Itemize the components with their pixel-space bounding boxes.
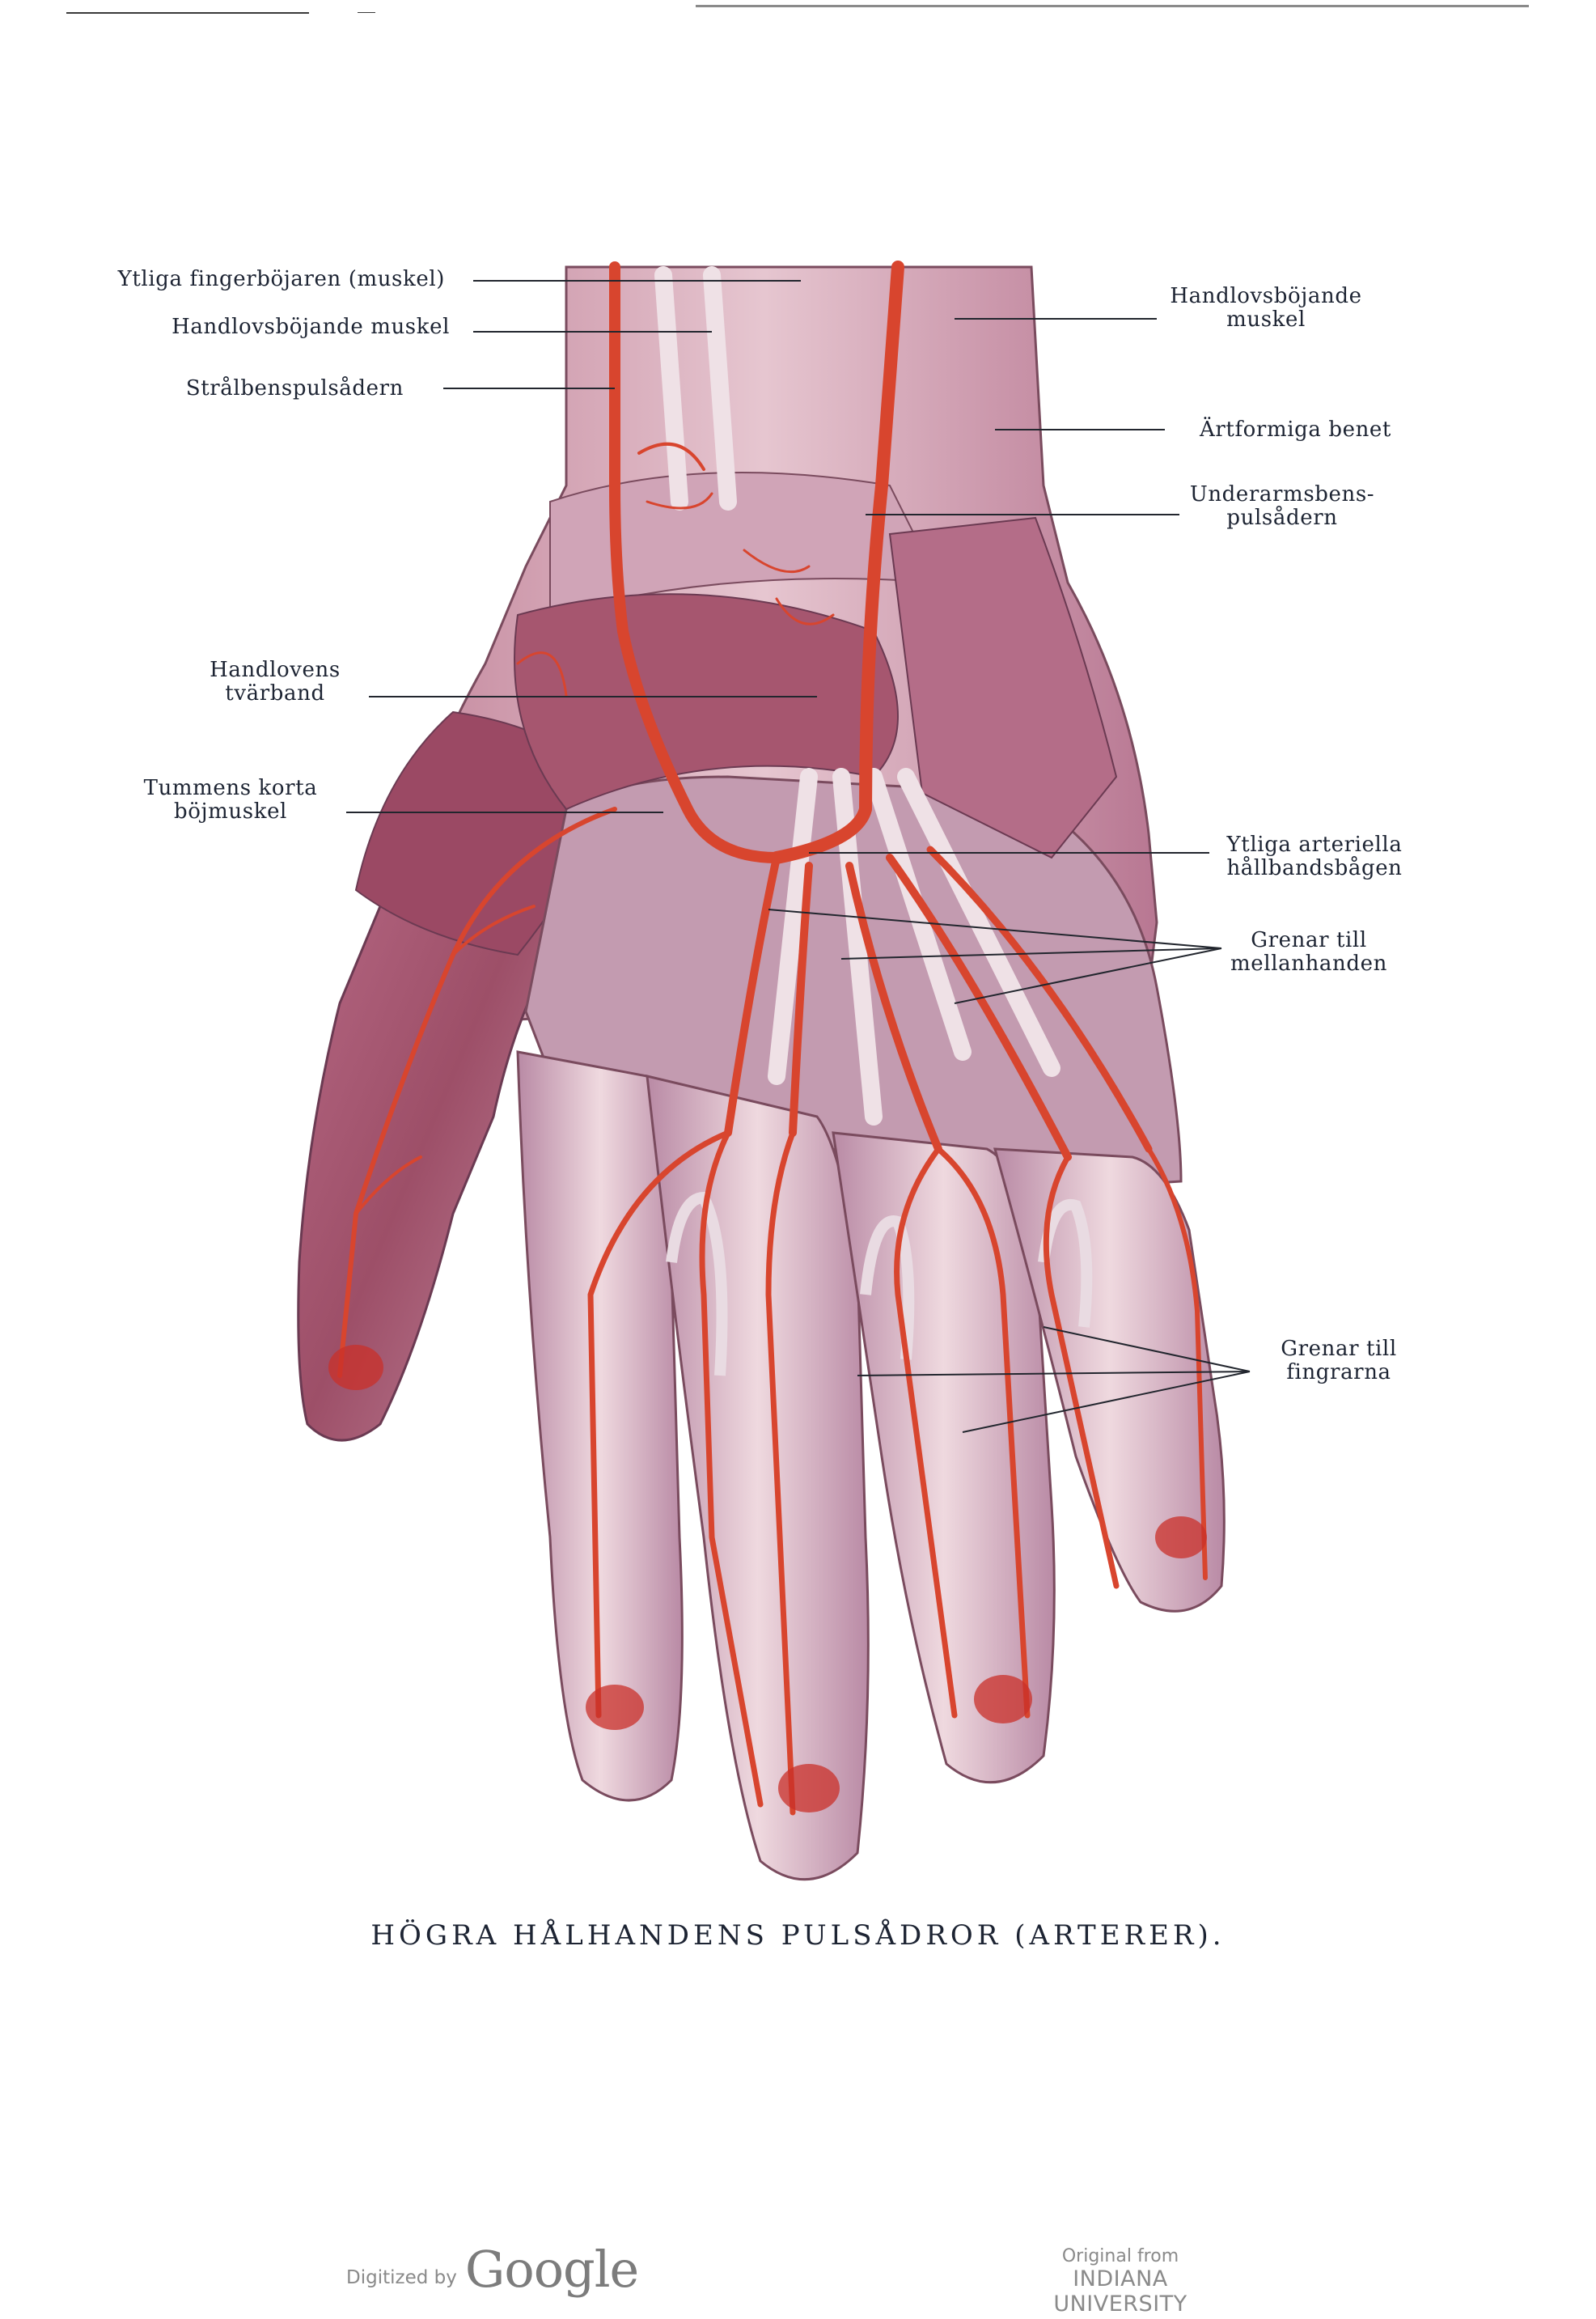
plate-caption: HÖGRA HÅLHANDENS PULSÅDROR (ARTERER). [370,1919,1226,1952]
label-grenar-till-fingrarna: Grenar till fingrarna [1281,1337,1397,1384]
fingertip-capillaries [328,1345,1207,1812]
digitized-by-text: Digitized by [346,2267,457,2288]
original-from-text: Original from [1061,2246,1179,2266]
top-left-rule-short [358,12,375,13]
label-handlovens-tvarband: Handlovens tvärband [210,658,341,706]
top-right-rule [696,5,1529,7]
label-ytliga-arteriella-hallbandsbagen: Ytliga arteriella hållbandsbågen [1226,833,1403,880]
label-artformiga-benet: Ärtformiga benet [1200,418,1391,442]
digitized-by-google: Digitized by Google [346,2240,639,2299]
label-underarmsbenspulsadern: Underarmsbens- pulsådern [1189,482,1375,530]
top-left-rule [66,12,309,14]
label-tummens-korta-bojmuskel: Tummens korta böjmuskel [143,776,318,824]
google-logo: Google [464,2240,639,2299]
fingers [516,1050,1226,1881]
label-ytliga-fingerbojaren: Ytliga fingerböjaren (muskel) [117,267,445,291]
label-handlovsbojande-muskel-right: Handlovsböjande muskel [1170,284,1362,332]
label-stralbenspulsadern: Strålbenspulsådern [185,376,404,401]
indiana-university-text: INDIANA UNIVERSITY [1053,2266,1187,2317]
label-grenar-till-mellanhanden: Grenar till mellanhanden [1230,928,1387,976]
arteries [337,261,1208,1816]
original-from-credit: Original from INDIANA UNIVERSITY [1003,2246,1238,2317]
label-handlovsbojande-muskel-left: Handlovsböjande muskel [171,315,450,339]
leader-lines [346,280,1251,1433]
tendons [654,266,1060,1126]
